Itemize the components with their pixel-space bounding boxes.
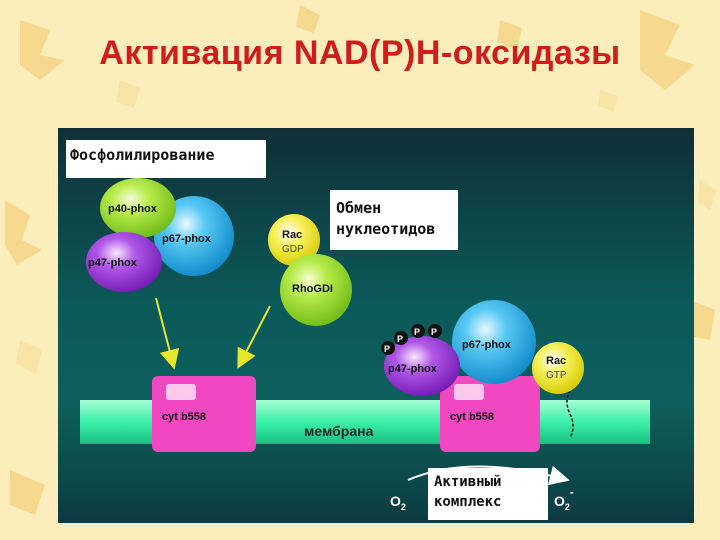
arrow-exchange xyxy=(237,305,271,369)
phosphate-groups xyxy=(381,324,442,355)
p67-left-label: p67-phox xyxy=(162,233,212,245)
rac-gtp-right xyxy=(532,342,584,394)
rac-right-label: Rac xyxy=(546,355,566,367)
p40-phox xyxy=(100,178,176,238)
nadph-oxidase-diagram: мембрана cyt b558 cyt b558 p67-phox p40-… xyxy=(80,178,650,512)
rac-gdp-left xyxy=(268,214,320,266)
p47-right-label: p47-phox xyxy=(388,363,438,375)
p47-phox-right xyxy=(384,336,460,396)
slide-title: Активация NAD(P)H-оксидазы xyxy=(99,34,621,72)
rac-membrane-anchor xyxy=(566,389,574,439)
gtp-label: GTP xyxy=(546,370,567,381)
p47-phox-left xyxy=(86,232,162,292)
nucleotide-exchange-label: Обмен нуклеотидов xyxy=(330,190,458,250)
rhogdi xyxy=(280,254,352,326)
arrow-phosphorylation xyxy=(155,297,180,370)
exchange-line1: Обмен xyxy=(336,199,382,217)
gdp-label: GDP xyxy=(282,244,304,255)
cyt-left-label: cyt b558 xyxy=(162,411,206,423)
membrane-label: мембрана xyxy=(304,423,374,439)
p40-label: p40-phox xyxy=(108,203,158,215)
active-line2: комплекс xyxy=(434,494,502,510)
active-line1: Активный xyxy=(434,474,502,490)
rac-left-label: Rac xyxy=(282,229,302,241)
phosphate-label-3: P xyxy=(414,327,420,337)
cyt-right-label: cyt b558 xyxy=(450,411,494,423)
rhogdi-label: RhoGDI xyxy=(292,283,333,295)
cytochrome-right-highlight xyxy=(454,384,484,400)
o2-left: O2 xyxy=(390,493,406,512)
o2-right: O2- xyxy=(554,485,574,512)
phosphate-label-1: P xyxy=(384,344,390,354)
p67-right-label: p67-phox xyxy=(462,339,512,351)
p47-left-label: p47-phox xyxy=(88,257,138,269)
phosphorylation-label: Фосфолилирование xyxy=(66,140,266,178)
phosphorylation-text: Фосфолилирование xyxy=(70,146,215,164)
phosphate-label-2: P xyxy=(397,334,403,344)
exchange-line2: нуклеотидов xyxy=(336,220,436,238)
phosphate-label-4: P xyxy=(431,327,437,337)
active-complex-label: Активный комплекс xyxy=(428,468,548,520)
cytochrome-left-highlight xyxy=(166,384,196,400)
p67-phox-right xyxy=(452,300,536,384)
diagram-panel: мембрана cyt b558 cyt b558 p67-phox p40-… xyxy=(58,128,694,523)
